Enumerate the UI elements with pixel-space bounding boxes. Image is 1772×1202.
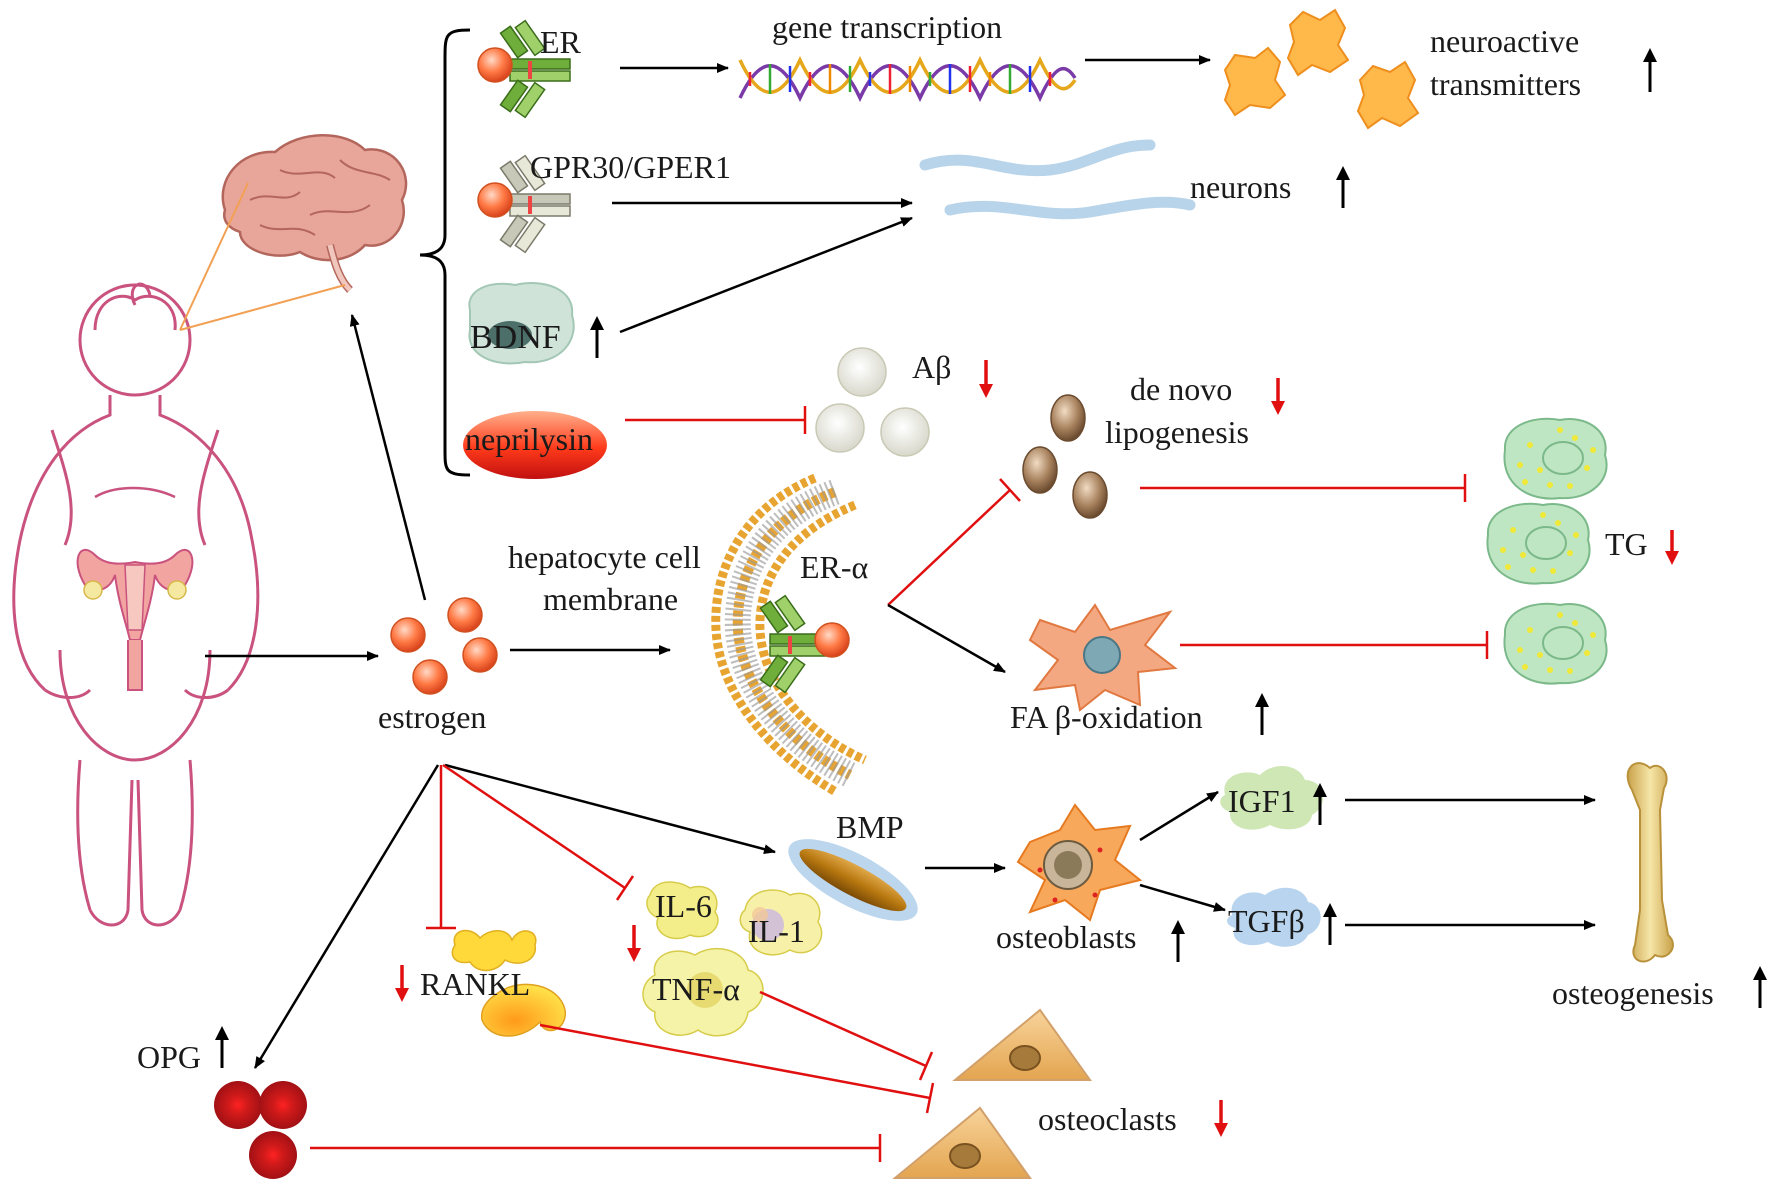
neurons-label: neurons [1190,169,1291,205]
gpr30-receptor-icon [477,154,571,254]
osteogenesis-label: osteogenesis [1552,975,1714,1011]
il1-label: IL-1 [748,913,805,949]
inhibition-eralpha-to-lipogenesis [887,478,1021,606]
bmp-icon [788,839,918,921]
inhibition-fa-oxidation-to-tg [1180,631,1489,659]
er-alpha-label: ER-α [800,549,869,585]
il1-cell-icon [739,889,823,956]
de-novo-label-line2: lipogenesis [1105,414,1249,450]
down-arrow-icon-rankl [395,965,409,1002]
bone-icon [1626,762,1674,963]
brain-zoom-lines [179,182,346,331]
tg-label: TG [1605,526,1648,562]
arrow-eralpha-to-fa-oxidation [887,603,1006,674]
neuroactive-label-line1: neuroactive [1430,23,1579,59]
gpr30-label: GPR30/GPER1 [530,149,731,185]
bdnf-label: BDNF [470,319,561,356]
igf1-cloud-icon [1220,765,1324,830]
opg-label: OPG [137,1039,201,1075]
osteoblast-icon [1016,803,1143,922]
arrow-osteoblasts-to-tgfb [1139,883,1226,912]
uterus-icon [76,548,194,691]
down-arrow-icon-abeta [979,360,993,398]
il6-cell-icon [646,881,719,940]
fa-oxidation-cell-icon [1028,603,1178,712]
er-receptor-icon [477,19,571,119]
neprilysin-icon [463,411,607,479]
arrow-estrogen-to-opg [253,764,440,1069]
igf1-label: IGF1 [1228,783,1296,819]
neprilysin-label: neprilysin [465,421,593,457]
inhibition-tnfa-to-osteoclast [759,990,934,1081]
inhibition-lipogenesis-to-tg [1140,474,1467,502]
hepatocyte-label-line1: hepatocyte cell [508,539,701,575]
neurons-icon [919,139,1196,220]
arrow-bdnf-to-neurons [619,216,913,334]
arrow-estrogen-to-brain [349,314,427,601]
up-arrow-icon-igf1 [1313,783,1327,825]
dna-helix-icon [738,55,1077,103]
inhibition-estrogen-to-rankl [426,765,456,930]
gene-transcription-label: gene transcription [772,9,1002,45]
abeta-label: Aβ [912,349,951,385]
bmp-label: BMP [836,809,904,845]
bdnf-cell-icon [468,282,575,365]
fat-cell-icon-3 [1503,602,1608,685]
fa-oxidation-label: FA β-oxidation [1010,699,1203,735]
tgfb-label: TGFβ [1228,903,1305,939]
down-arrow-icon-cytokines [627,925,641,962]
down-arrow-icon-lipogenesis [1271,378,1285,415]
up-arrow-icon-fa-oxidation [1255,693,1269,735]
hepatocyte-membrane-icon [711,473,867,796]
de-novo-label-line1: de novo [1130,371,1232,407]
inhibition-estrogen-to-il6 [442,763,635,901]
er-alpha-receptor-icon [759,594,850,694]
up-arrow-icon-tgfb [1323,903,1337,945]
osteoclast-icon-1 [954,1009,1091,1081]
hepatocyte-label-line2: membrane [543,581,678,617]
lipogenesis-vesicles-icon [1022,394,1108,519]
up-arrow-icon-neurons [1336,166,1350,208]
il6-label: IL-6 [655,888,712,924]
inhibition-neprilysin-to-abeta [625,406,807,434]
rankl-label: RANKL [420,966,530,1002]
up-arrow-icon-osteogenesis [1753,966,1767,1008]
neuroactive-transmitters-icon [1223,8,1420,130]
down-arrow-icon-osteoclasts [1214,1100,1228,1137]
up-arrow-icon-opg [215,1026,229,1068]
arrow-estrogen-to-bmp [444,763,776,855]
neuroactive-label-line2: transmitters [1430,66,1581,102]
er-label: ER [540,24,582,60]
abeta-aggregates-icon [815,347,930,457]
rankl-icon [451,929,566,1037]
down-arrow-icon-tg [1665,530,1679,565]
tnfa-label: TNF-α [652,971,740,1007]
inhibition-opg-to-osteoclast [310,1134,882,1162]
tgfb-cloud-icon [1227,887,1321,947]
estrogen-molecules-icon [390,597,498,695]
fat-cell-icon-2 [1486,502,1591,585]
inhibition-rankl-to-osteoclast [539,1023,935,1114]
arrow-osteoblasts-to-igf1 [1139,790,1219,842]
estrogen-label: estrogen [378,699,486,735]
up-arrow-icon-bdnf [590,316,604,358]
brain-icon [221,134,408,293]
brace-bracket [419,28,471,477]
osteoclast-icon-2 [894,1107,1031,1179]
up-arrow-icon-osteoblasts [1171,920,1185,962]
osteoblasts-label: osteoblasts [996,919,1136,955]
opg-cells-icon [214,1081,307,1179]
up-arrow-icon-transmitters [1643,48,1657,92]
osteoclasts-label: osteoclasts [1038,1101,1177,1137]
woman-figure-icon [12,282,260,927]
fat-cell-icon-1 [1503,417,1608,500]
tnfa-cell-icon [642,947,764,1037]
